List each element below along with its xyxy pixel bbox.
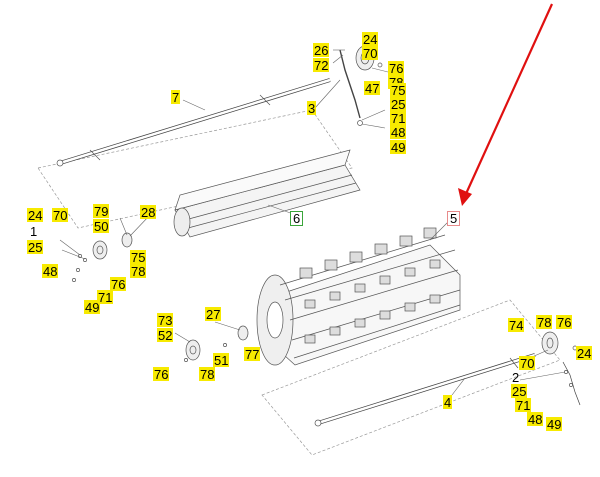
callout-51-mid-left: 51 bbox=[213, 353, 230, 368]
callout-73-mid-left: 73 bbox=[157, 313, 174, 328]
callout-26-top-right: 26 bbox=[313, 43, 330, 58]
callout-77-mid-left: 77 bbox=[244, 347, 261, 362]
bearing-left bbox=[72, 232, 133, 282]
callout-49-top-right: 49 bbox=[390, 140, 407, 155]
callout-52-mid-left: 52 bbox=[157, 328, 174, 343]
callout-71-bottom-right: 71 bbox=[515, 398, 532, 413]
short-drum-6 bbox=[173, 149, 361, 238]
bearing-mid-left bbox=[184, 325, 249, 362]
callout-78-bottom-right: 78 bbox=[536, 315, 553, 330]
rod-3 bbox=[339, 49, 361, 119]
callout-25-left: 25 bbox=[27, 240, 44, 255]
callout-78-mid-left: 78 bbox=[199, 367, 216, 382]
callout-76-mid-left: 76 bbox=[153, 367, 170, 382]
callout-24-left: 24 bbox=[27, 208, 44, 223]
shaft-bottom bbox=[314, 353, 536, 427]
callout-78-left: 78 bbox=[130, 264, 147, 279]
bearing-bottom-right bbox=[541, 331, 581, 406]
callout-47-top-right: 47 bbox=[364, 81, 381, 96]
bottom-dashed-plane bbox=[261, 299, 561, 456]
callout-74-bottom-right: 74 bbox=[508, 318, 525, 333]
callout-48-left: 48 bbox=[42, 264, 59, 279]
callout-2-bottom-right: 2 bbox=[512, 370, 520, 385]
callout-70-bottom-right: 70 bbox=[519, 356, 536, 371]
callout-49-bottom-right: 49 bbox=[546, 417, 563, 432]
part-label-3: 3 bbox=[307, 101, 317, 116]
callout-27-mid-left: 27 bbox=[205, 307, 222, 322]
callout-76-top-right: 76 bbox=[388, 61, 405, 76]
callout-49-left: 49 bbox=[84, 300, 101, 315]
callout-1-left: 1 bbox=[30, 224, 38, 239]
callout-70-left: 70 bbox=[52, 208, 69, 223]
callout-76-bottom-right: 76 bbox=[556, 315, 573, 330]
callout-25-bottom-right: 25 bbox=[511, 384, 528, 399]
callout-75-top-right: 75 bbox=[390, 83, 407, 98]
callout-75-left: 75 bbox=[130, 250, 147, 265]
part-label-6: 6 bbox=[290, 211, 304, 226]
callout-28-left: 28 bbox=[140, 205, 157, 220]
callout-70-top-right: 70 bbox=[362, 46, 379, 61]
callout-24-top-right: 24 bbox=[362, 32, 379, 47]
callout-48-bottom-right: 48 bbox=[527, 412, 544, 427]
callout-72-top-right: 72 bbox=[313, 58, 330, 73]
callout-71-left: 71 bbox=[97, 290, 114, 305]
callout-48-top-right: 48 bbox=[390, 125, 407, 140]
callout-76-left: 76 bbox=[110, 277, 127, 292]
callout-25-top-right: 25 bbox=[390, 97, 407, 112]
part-label-4: 4 bbox=[443, 395, 453, 410]
red-arrow bbox=[458, 3, 554, 206]
callout-24-bottom-right: 24 bbox=[576, 346, 593, 361]
part-label-7: 7 bbox=[171, 90, 181, 105]
part-label-5: 5 bbox=[447, 211, 461, 226]
callout-71-top-right: 71 bbox=[390, 111, 407, 126]
callout-50-left: 50 bbox=[93, 219, 110, 234]
shaft-top bbox=[56, 78, 331, 167]
cutter-drum-5 bbox=[256, 227, 461, 366]
callout-79-left: 79 bbox=[93, 204, 110, 219]
